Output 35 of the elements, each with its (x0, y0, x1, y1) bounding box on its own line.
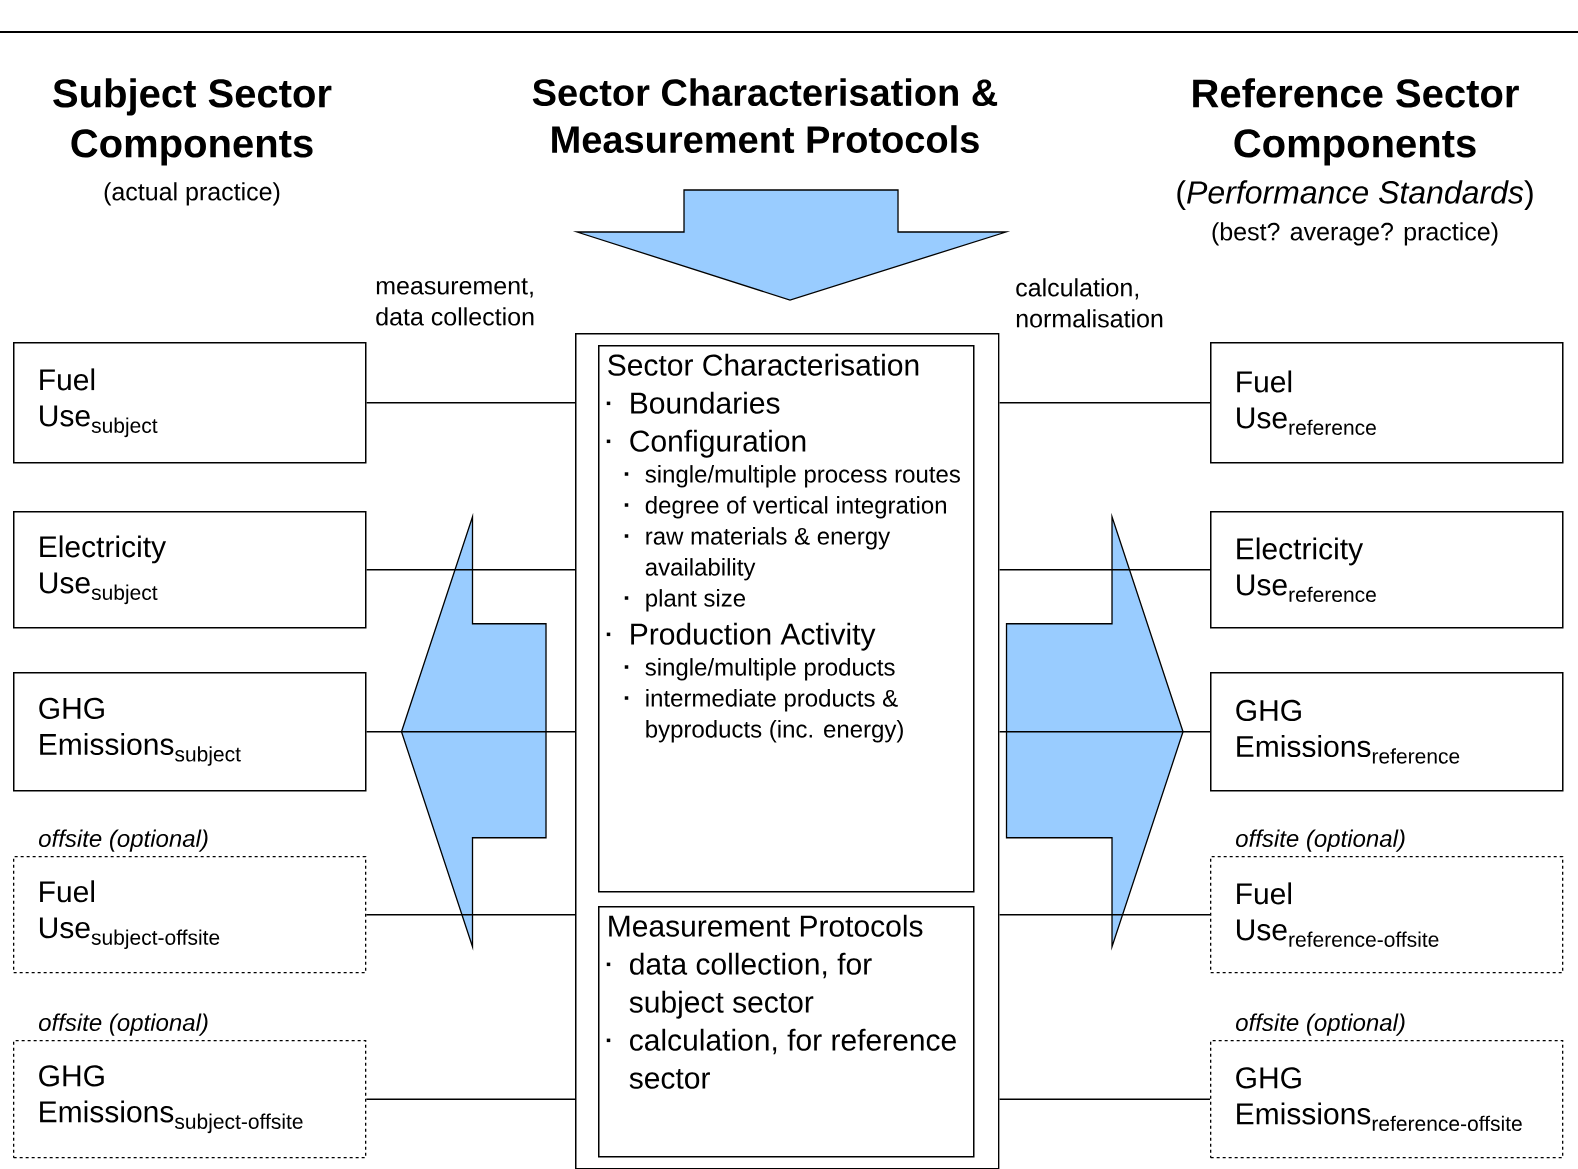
connector-line (998, 1098, 1211, 1100)
connector-line (365, 402, 576, 404)
column-heading: Sector Characterisation & Measurement Protocols (532, 78, 998, 154)
column-heading: Reference Sector Components (1193, 78, 1519, 166)
component-box: $\text{Electricity}\allowbreak\ \text{Use}_{\text{reference}}$ (1210, 511, 1564, 629)
component-box: $\text{GHG}\allowbreak\ \text{Emissions}_{\text{reference}}$ (1210, 672, 1564, 792)
connector-line (998, 913, 1211, 916)
component-box: $\text{GHG}\allowbreak\ \text{Emissions}_{\text{reference-offsite}}$ (1210, 1040, 1564, 1159)
connector-line (365, 913, 576, 916)
box-heading: offsite (optional) (39, 829, 208, 852)
component-box: $\text{Fuel}\allowbreak\ \text{Use}_{\text{reference-offsite}}$ (1210, 856, 1564, 974)
connector-line (365, 1098, 576, 1100)
column-subheading: (Performance Standards) (1177, 180, 1533, 210)
component-box: $\text{Electricity}\allowbreak\ \text{Use}_{\text{subject}}$ (13, 511, 367, 629)
component-box: $\text{GHG}\allowbreak\ \text{Emissions}_{\text{subject-offsite}}$ (13, 1040, 367, 1159)
connector-line (998, 569, 1211, 571)
box-heading: offsite (optional) (39, 1013, 208, 1036)
column-heading: Subject Sector Components (53, 78, 332, 166)
component-box: $\text{Fuel}\allowbreak\ \text{Use}_{\text{reference}}$ (1210, 342, 1564, 464)
line-label: calculation, normalisation (1016, 278, 1163, 328)
column-subheading: (best? average? practice) (1212, 222, 1498, 246)
component-box: $\text{GHG}\allowbreak\ \text{Emissions}_{\text{subject}}$ (13, 672, 367, 792)
frame-box (575, 333, 1000, 1169)
connector-line (998, 402, 1211, 404)
column-subheading: (actual practice) (104, 182, 280, 206)
connector-line (998, 731, 1211, 733)
component-box: $\text{Fuel}\allowbreak\ \text{Use}_{\text{subject}}$ (13, 342, 367, 464)
line-label: measurement, data collection (376, 278, 534, 326)
connector-line (365, 731, 576, 733)
box-heading: offsite (optional) (1236, 1013, 1405, 1036)
text-box: Sector Characterisation Boundaries Configuration single/multiple process routes degree of vertical integration raw materials & energy availability plant size Production Activity single/multiple products intermediate products & byproducts (inc. energy) (598, 345, 975, 893)
connector-line (365, 569, 576, 571)
box-heading: offsite (optional) (1236, 829, 1405, 852)
text-box: Measurement Protocols data collection, for subject sector calculation, for reference sector (598, 906, 975, 1158)
component-box: $\text{Fuel}\allowbreak\ \text{Use}_{\text{subject-offsite}}$ (13, 856, 367, 974)
